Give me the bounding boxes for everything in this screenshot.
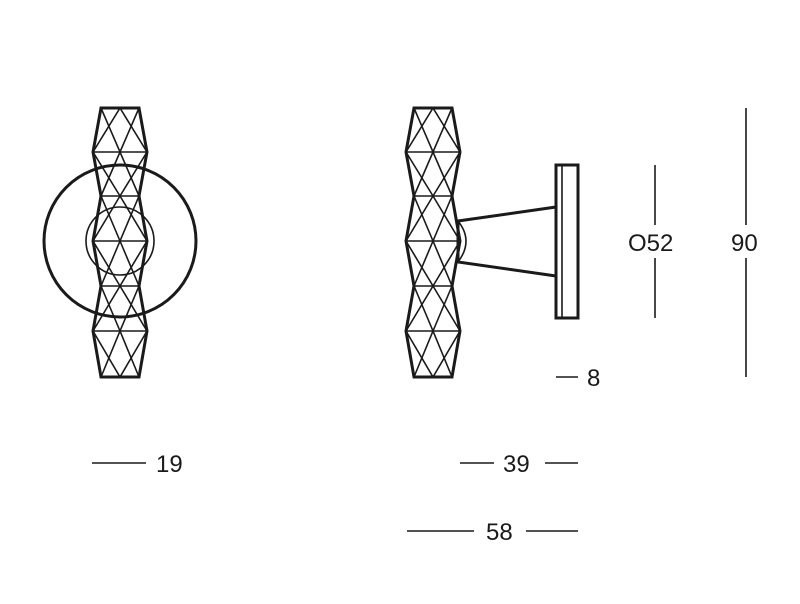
dimension-projection-handle: 39	[460, 451, 578, 478]
front-view	[42, 106, 198, 379]
dim-label-rose-thickness: 8	[587, 365, 600, 392]
dim-label-projection-handle: 39	[503, 451, 530, 478]
side-stem-collar	[457, 220, 467, 263]
dim-label-height-total: 90	[731, 230, 758, 257]
side-view	[404, 106, 580, 379]
dimension-diameter-rose: O52	[628, 165, 673, 318]
side-rose-plate	[554, 163, 580, 320]
side-grip-facets	[405, 106, 461, 379]
dimension-height-total: 90	[731, 108, 758, 377]
dim-label-width-front: 19	[156, 451, 183, 478]
front-grip-facets	[92, 106, 148, 379]
front-inner-ring	[85, 206, 155, 276]
dimension-rose-thickness: 8	[556, 365, 600, 392]
side-stem	[456, 205, 558, 278]
dim-label-diameter-rose: O52	[628, 230, 673, 257]
dimension-projection-total: 58	[407, 519, 578, 546]
front-rose	[42, 163, 198, 319]
dimension-width-front: 19	[92, 451, 183, 478]
dim-label-projection-total: 58	[486, 519, 513, 546]
